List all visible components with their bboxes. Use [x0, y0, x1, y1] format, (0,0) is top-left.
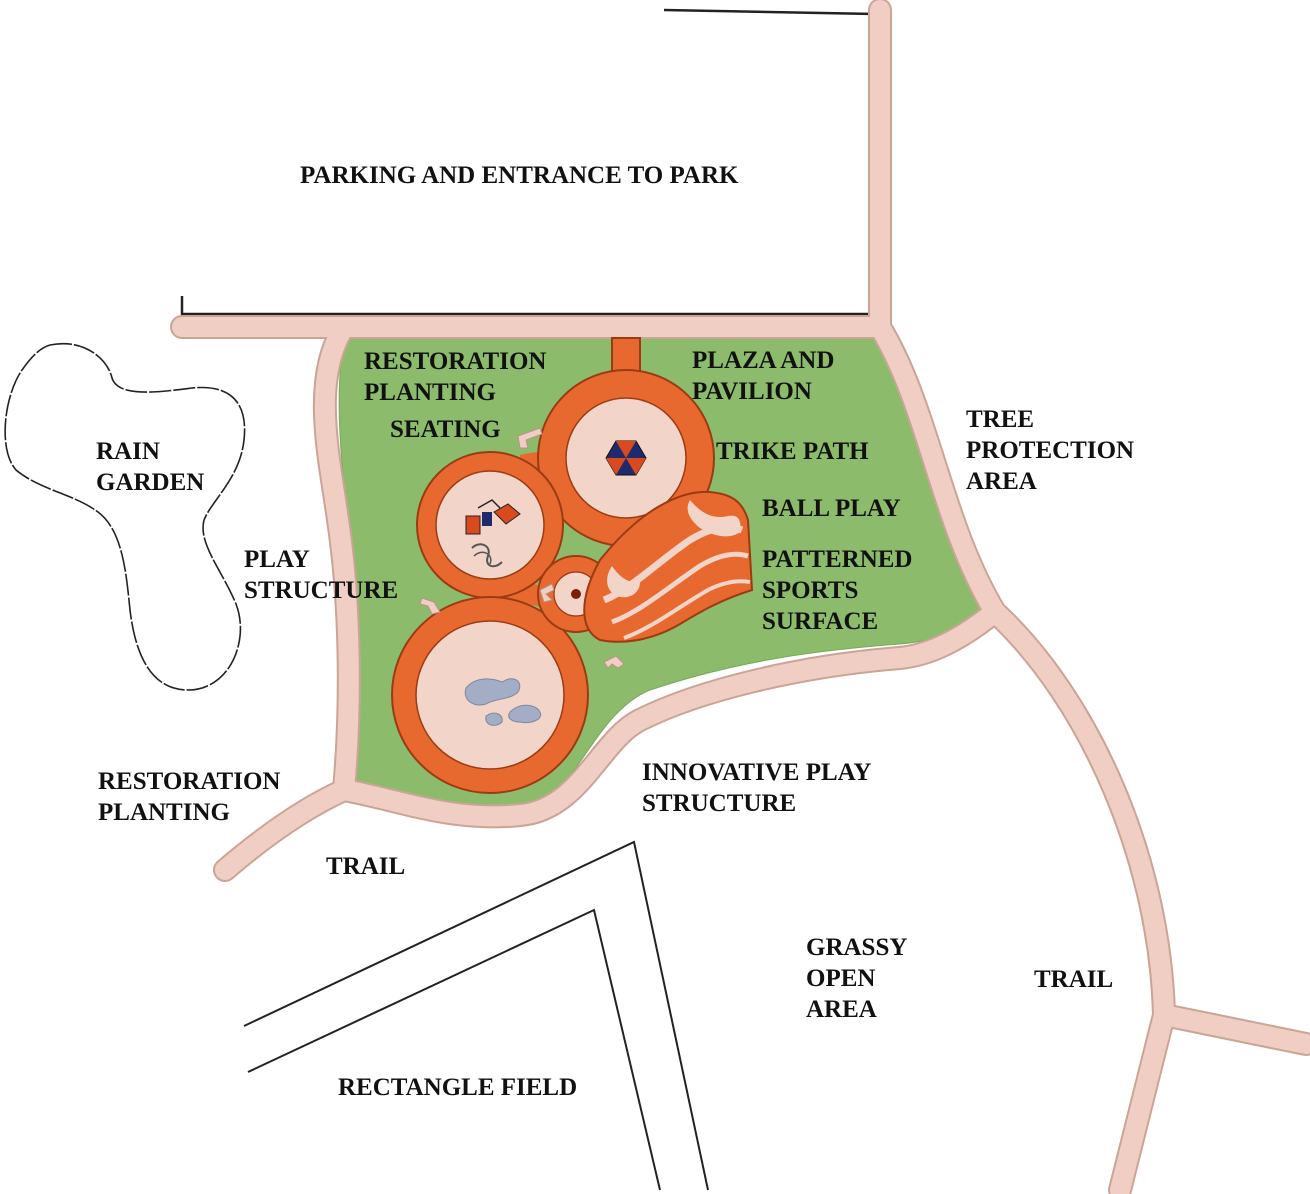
trail-network [170, 0, 1310, 1194]
boulder-icon [464, 678, 542, 726]
seating-label: SEATING [390, 416, 501, 443]
trike-path-label: TRIKE PATH [716, 438, 869, 465]
rain-garden-outline [4, 342, 246, 691]
parking-entrance-label: PARKING AND ENTRANCE TO PARK [300, 162, 739, 189]
bench-icon [419, 427, 625, 669]
ball-play-label: BALL PLAY [762, 495, 901, 522]
patterned-sports-surface [583, 490, 754, 643]
trail-left-label: TRAIL [326, 853, 406, 880]
trail-right-label: TRAIL [1034, 966, 1114, 993]
play-structure-icon [465, 499, 521, 568]
hexagon-pavilion-icon [605, 440, 647, 476]
rectangle-field-label: RECTANGLE FIELD [338, 1074, 578, 1101]
rectangle-field-outline [243, 840, 709, 1191]
